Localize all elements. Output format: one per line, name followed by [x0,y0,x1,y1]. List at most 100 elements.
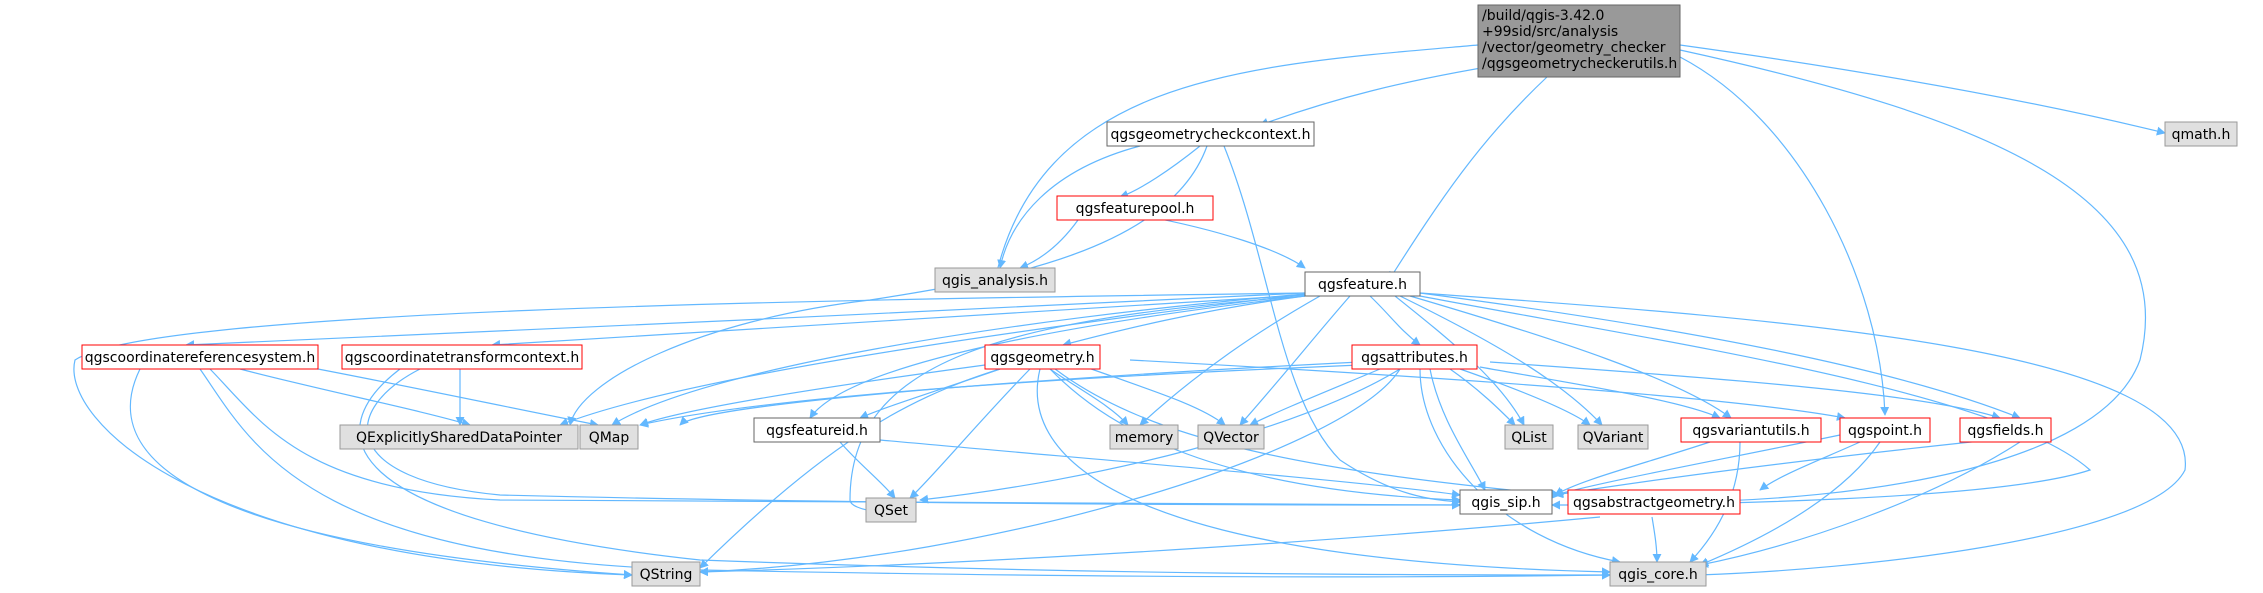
node-box [1459,489,1553,515]
edge-attributes-to-qgis-core [1419,368,1621,565]
node-memory: memory [1109,424,1179,450]
node-qgsfields[interactable]: qgsfields.h [1959,417,2052,443]
node-box [984,344,1101,370]
edge-root-to-qgsfeature [1388,76,1548,281]
edge-attributes-to-qstring [699,368,1401,577]
node-label: qgis_core.h [1618,567,1698,583]
node-qgscoordinatereferencesystem[interactable]: qgscoordinatereferencesystem.h [81,344,319,370]
node-label: qgscoordinatereferencesystem.h [85,350,316,366]
node-label: QString [640,567,693,583]
edge-feature-to-qgsctc [491,294,1306,349]
node-label: qgsattributes.h [1361,350,1468,366]
node-label: QMap [589,430,630,446]
node-box [81,344,319,370]
node-qvector: QVector [1197,424,1265,450]
edge-crs-to-qexplicit [239,368,471,427]
node-root-qgsgeometrycheckerutils[interactable]: /build/qgis-3.42.0+99sid/src/analysis/ve… [1477,4,1681,78]
node-label: qgis_sip.h [1471,495,1540,511]
node-qgsfeature[interactable]: qgsfeature.h [1304,271,1421,297]
node-label: QExplicitlySharedDataPointer [356,430,562,446]
node-label: QVector [1203,430,1259,446]
node-qgsfeaturepool[interactable]: qgsfeaturepool.h [1056,195,1214,221]
edge-feature-to-qset [849,295,1306,516]
node-label: qgsfeature.h [1318,277,1407,293]
node-box [1577,424,1649,450]
node-qexplicitlyshareddatapointer: QExplicitlySharedDataPointer [339,424,579,450]
node-qgis-analysis: qgis_analysis.h [934,267,1056,293]
edge-attributes-to-qgis-sip [1429,368,1486,491]
edge-attributes-to-qlist [1449,368,1516,426]
node-box [865,497,917,523]
node-qgsvariantutils[interactable]: qgsvariantutils.h [1680,417,1822,443]
node-label: qgsabstractgeometry.h [1573,495,1735,511]
edge-feature-to-qgsfeatureid [809,295,1306,419]
edge-point-to-qgis-sip [1554,434,1841,498]
edge-feature-to-qgsgeometry [1062,295,1306,348]
node-box [1504,424,1554,450]
edge-root-to-qgis-analysis [992,44,1479,281]
node-qgsabstractgeometry[interactable]: qgsabstractgeometry.h [1567,489,1741,515]
node-label: qgsfeatureid.h [766,423,868,439]
edge-root-to-qgspoint [1679,56,1890,416]
edge-geometry-to-qexplicit [639,364,986,427]
edge-featureid-to-qset [839,441,896,499]
edge-feature-to-qgis-core [1419,292,2186,580]
edge-feature-to-qgis-sip [1419,295,2092,510]
node-label: QVariant [1583,430,1644,446]
edge-context-to-qgsfeaturepool [1119,145,1201,199]
node-qgis-sip[interactable]: qgis_sip.h [1459,489,1553,515]
edge-abstractgeometry-to-qstring [699,516,1601,577]
node-box [1304,271,1421,297]
node-box [341,344,583,370]
edge-context-to-qexplicit [567,145,1208,426]
edge-feature-to-qmap [611,293,1306,426]
node-qvariant: QVariant [1577,424,1649,450]
node-box [1351,344,1478,370]
node-qlist: QList [1504,424,1554,450]
node-box [1477,4,1681,78]
edge-feature-to-qgsfields [1419,292,2021,420]
edge-feature-to-qgsvariantutils [1409,295,1732,419]
edge-fields-to-qgis-core [1699,441,2021,568]
node-box [1197,424,1265,450]
node-qgsgeometrycheckcontext[interactable]: qgsgeometrycheckcontext.h [1106,121,1315,147]
node-qset: QSet [865,497,917,523]
node-label: /build/qgis-3.42.0 [1482,8,1604,24]
node-qstring: QString [631,561,701,587]
edge-attributes-to-qvector [1249,368,1381,426]
node-label: +99sid/src/analysis [1482,24,1618,40]
edge-fields-to-qgis-sip [1554,439,1991,499]
edge-attributes-to-qgsfields [1489,361,2001,420]
node-qmap: QMap [579,424,639,450]
edge-featureid-to-qgis-sip [879,439,1461,499]
node-label: qgsfeaturepool.h [1076,201,1195,217]
node-qgis-core: qgis_core.h [1609,561,1707,587]
node-qgsgeometry[interactable]: qgsgeometry.h [984,344,1101,370]
node-qgsattributes[interactable]: qgsattributes.h [1351,344,1478,370]
node-qgsfeatureid[interactable]: qgsfeatureid.h [753,417,881,443]
node-box [1567,489,1741,515]
edge-attributes-to-qvariant [1459,368,1591,426]
edge-root-to-qmath [1679,44,2166,136]
node-qgscoordinatetransformcontext[interactable]: qgscoordinatetransformcontext.h [341,344,583,370]
edge-variantutils-to-qgis-sip [1554,441,1711,496]
node-label: qgspoint.h [1848,423,1922,439]
node-box [1839,417,1931,443]
include-nodes: /build/qgis-3.42.0+99sid/src/analysis/ve… [81,4,2238,587]
node-qgspoint[interactable]: qgspoint.h [1839,417,1931,443]
edge-context-to-qgis-analysis [997,145,1141,269]
node-box [631,561,701,587]
node-label: qgscoordinatetransformcontext.h [345,350,579,366]
node-label: QList [1511,430,1547,446]
node-label: qgis_analysis.h [942,273,1048,289]
node-box [1959,417,2052,443]
node-label: qgsgeometry.h [990,350,1094,366]
edge-point-to-qgis-core [1699,441,1881,567]
include-edges [73,44,2186,580]
edge-feature-to-qgsattributes [1369,295,1421,346]
node-box [579,424,639,450]
node-label: qgsfields.h [1968,423,2044,439]
node-qmath: qmath.h [2164,121,2238,147]
node-box [1109,424,1179,450]
